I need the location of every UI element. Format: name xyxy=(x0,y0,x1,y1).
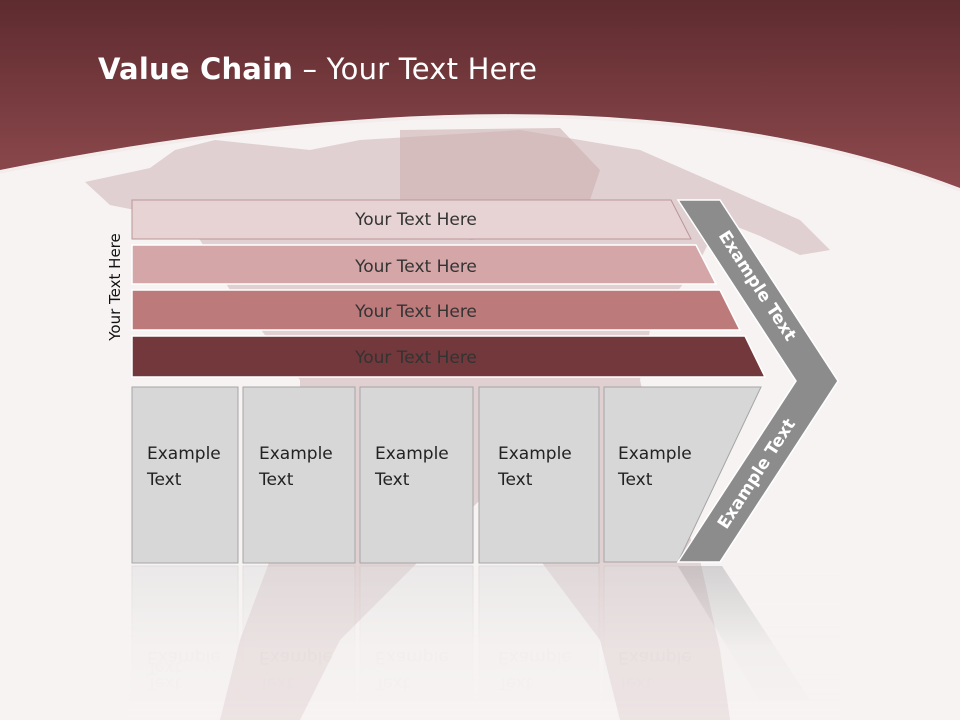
bar-2-label: Your Text Here xyxy=(354,257,477,277)
bar-stack: Your Text Here Your Text Here Your Text … xyxy=(131,199,767,378)
chevron-shape xyxy=(676,199,839,563)
box-4-line1: Example xyxy=(498,444,572,464)
box-2-line2: Text xyxy=(258,470,294,490)
header-swoosh xyxy=(0,0,960,188)
bar-3 xyxy=(131,289,742,331)
activity-box-2 xyxy=(242,386,356,564)
activity-box-4 xyxy=(478,386,600,564)
slide-title: Value Chain – Your Text Here xyxy=(98,52,537,86)
bar-1-label: Your Text Here xyxy=(354,210,477,230)
bar-4-label: Your Text Here xyxy=(354,348,477,368)
bar-4 xyxy=(131,335,767,378)
bar-2 xyxy=(131,244,718,285)
activity-box-1 xyxy=(131,386,239,564)
bar-3-label: Your Text Here xyxy=(354,302,477,322)
box-5-line1: Example xyxy=(618,444,692,464)
box-5-line2: Text xyxy=(617,470,653,490)
title-rest: – Your Text Here xyxy=(293,52,538,86)
title-bold: Value Chain xyxy=(98,52,294,86)
box-2-line1: Example xyxy=(259,444,333,464)
bar-1 xyxy=(131,199,692,240)
box-3-line2: Text xyxy=(374,470,410,490)
box-1-line1: Example xyxy=(147,444,221,464)
box-1-line2: Text xyxy=(146,470,182,490)
diagram-reflection: Text Example Text Example Text Example T… xyxy=(120,562,840,720)
activity-box-3 xyxy=(359,386,474,564)
box-3-line1: Example xyxy=(375,444,449,464)
activity-boxes: Example Text Example Text Example Text E… xyxy=(131,386,762,564)
box-4-line2: Text xyxy=(497,470,533,490)
